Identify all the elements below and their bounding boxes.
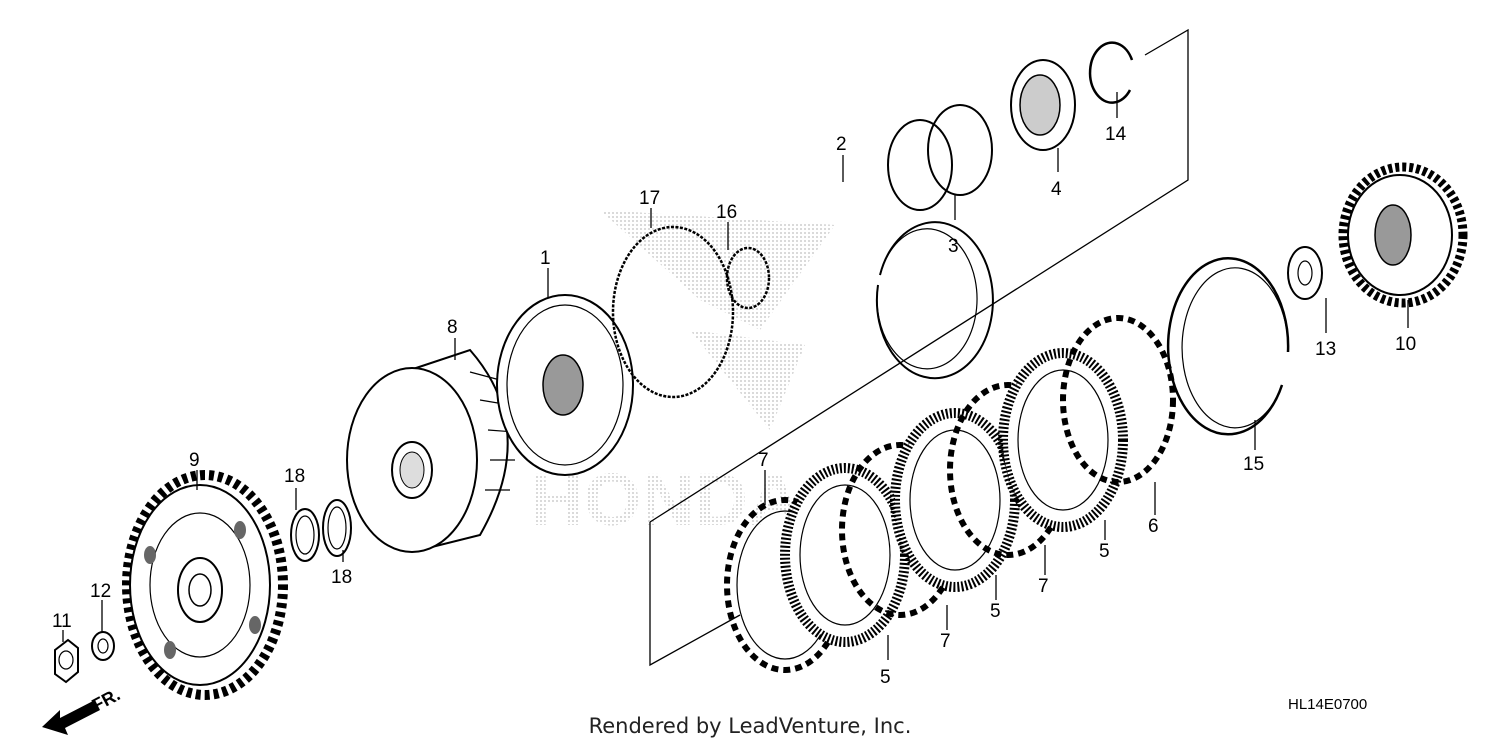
callout-7-c: 7 [1038,576,1049,597]
callout-15: 15 [1243,454,1264,475]
part-9-gear [122,470,288,700]
callout-1: 1 [540,248,551,269]
part-15-snap-ring [1166,257,1290,436]
callout-18-b: 18 [331,567,352,588]
callout-6: 6 [1148,516,1159,537]
part-3-spring [887,104,993,211]
callout-14: 14 [1105,124,1127,145]
diagram-code: HL14E0700 [1288,696,1368,713]
part-17-oring [611,225,735,399]
footer-credit: Rendered by LeadVenture, Inc. [588,714,912,738]
callout-11: 11 [52,611,72,632]
leader-lines [62,92,1409,660]
callout-12: 12 [90,581,111,602]
part-4-retainer [1010,59,1076,151]
callout-7-a: 7 [758,450,769,471]
callout-10: 10 [1395,334,1416,355]
callout-18-a: 18 [284,466,305,487]
part-13-washer [1287,246,1323,300]
callout-5-a: 5 [880,667,891,688]
part-10-hub-gear [1338,162,1468,308]
part-2-snap-ring [875,221,994,380]
clutch-plates [724,315,1176,673]
callout-17: 17 [639,188,660,209]
part-16-oring [725,246,771,310]
callouts: 1 2 3 4 5 5 5 6 7 7 7 8 9 10 11 12 13 14… [52,124,1416,688]
callout-8: 8 [447,317,458,338]
callout-5-b: 5 [990,601,1001,622]
callout-3: 3 [948,236,959,257]
group-frame [649,28,1189,667]
part-12-washer [91,631,115,661]
part-18-washers [290,499,352,562]
part-1-piston [496,294,634,476]
callout-2: 2 [836,134,847,155]
callout-9: 9 [189,450,200,471]
part-8-clutch-drum [346,348,516,553]
part-14-circlip [1088,41,1134,104]
part-11-nut [54,638,79,684]
callout-7-b: 7 [940,631,951,652]
callout-16: 16 [716,202,737,223]
callout-13: 13 [1315,339,1336,360]
watermark-logo: HONDA [530,210,835,541]
callout-5-c: 5 [1099,541,1110,562]
callout-4: 4 [1051,179,1062,200]
